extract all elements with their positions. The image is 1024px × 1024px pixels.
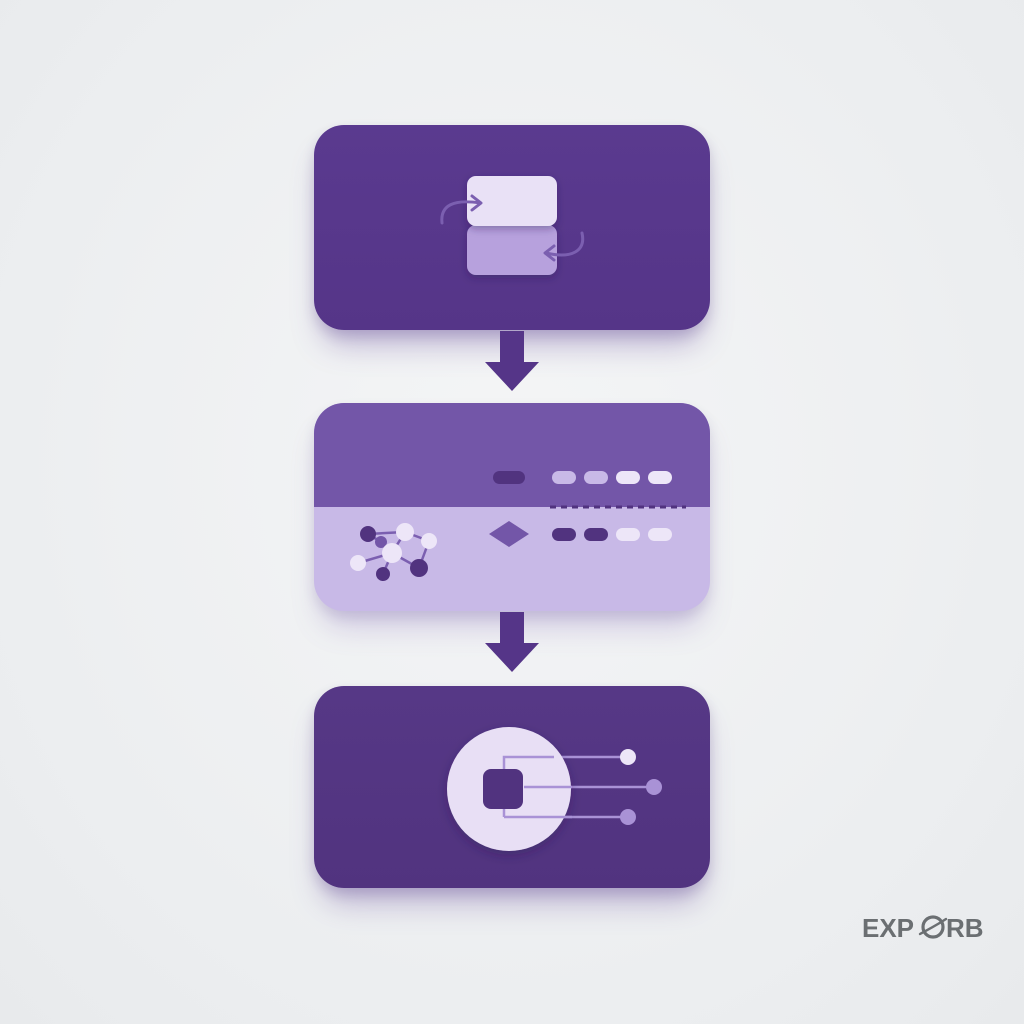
stage-2-card — [314, 403, 710, 611]
curved-arrow-right-icon — [440, 194, 483, 225]
down-arrow-icon — [485, 612, 539, 672]
orb-icon — [918, 915, 948, 939]
pill-indicator-icon — [493, 471, 525, 484]
core-square — [483, 769, 523, 809]
stage-2-top-band — [314, 403, 710, 507]
brand-logo: EXP RB — [862, 913, 984, 943]
branch-node — [620, 809, 636, 825]
lower-block — [467, 225, 557, 275]
stage-3-card — [314, 686, 710, 888]
branch-node — [646, 779, 662, 795]
branch-node — [620, 749, 636, 765]
brand-text-right: RB — [946, 913, 984, 943]
upper-block — [467, 176, 557, 226]
down-arrow-icon — [485, 331, 539, 391]
diamond-icon — [489, 521, 529, 547]
network-graph-icon — [350, 523, 437, 581]
stage-2-graphic — [314, 403, 710, 581]
curved-arrow-left-icon — [543, 231, 585, 262]
stage-1-card — [314, 125, 710, 330]
core-circle-icon — [447, 727, 662, 851]
dot-row-icon — [552, 528, 672, 541]
dot-row-icon — [552, 471, 672, 484]
swap-blocks-icon — [440, 176, 585, 275]
brand-text-left: EXP — [862, 913, 914, 943]
